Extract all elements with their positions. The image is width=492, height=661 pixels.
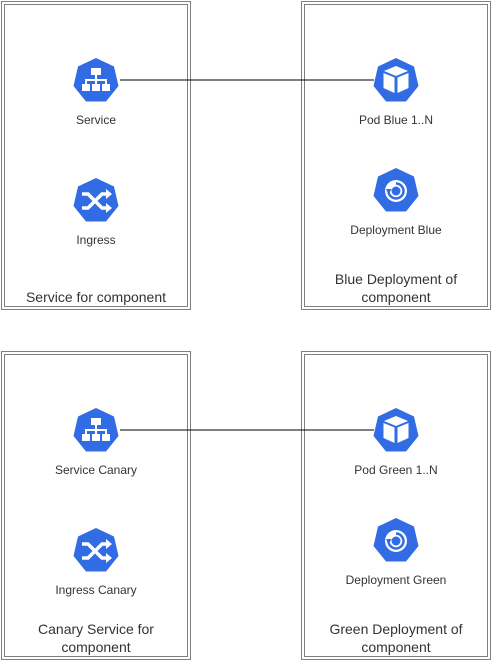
service-group-label: Service for component (25, 289, 167, 305)
canary-service-group: Canary Service for component (1, 351, 191, 660)
ingress-icon (73, 178, 119, 222)
green-deployment-group: Green Deployment of component (301, 351, 491, 660)
canary-service-group-label: Canary Service for component (38, 621, 154, 655)
service-icon (73, 408, 119, 452)
ingress-canary-node[interactable]: Ingress Canary (36, 527, 156, 597)
service-label: Service (75, 113, 116, 127)
deployment-green-node[interactable]: Deployment Green (336, 517, 456, 587)
blue-deployment-group-label: Blue Deployment of component (334, 271, 458, 305)
service-canary-node[interactable]: Service Canary (36, 407, 156, 477)
ingress-label: Ingress (76, 233, 116, 247)
ingress-icon (73, 528, 119, 572)
service-node[interactable]: Service (36, 57, 156, 127)
service-group: Service for component (1, 1, 191, 310)
deployment-blue-label: Deployment Blue (350, 223, 442, 237)
service-icon (73, 58, 119, 102)
pod-icon (373, 408, 419, 452)
deployment-icon (373, 168, 419, 212)
pod-green-node[interactable]: Pod Green 1..N (336, 407, 456, 477)
service-canary-label: Service Canary (54, 463, 138, 477)
green-deployment-group-label: Green Deployment of component (329, 621, 463, 655)
ingress-node[interactable]: Ingress (36, 177, 156, 247)
deployment-blue-node[interactable]: Deployment Blue (336, 167, 456, 237)
blue-deployment-group: Blue Deployment of component (301, 1, 491, 310)
ingress-canary-label: Ingress Canary (55, 583, 137, 597)
pod-icon (373, 58, 419, 102)
pod-blue-node[interactable]: Pod Blue 1..N (336, 57, 456, 127)
pod-blue-label: Pod Blue 1..N (358, 113, 434, 127)
deployment-green-label: Deployment Green (345, 573, 447, 587)
deployment-icon (373, 518, 419, 562)
pod-green-label: Pod Green 1..N (354, 463, 438, 477)
